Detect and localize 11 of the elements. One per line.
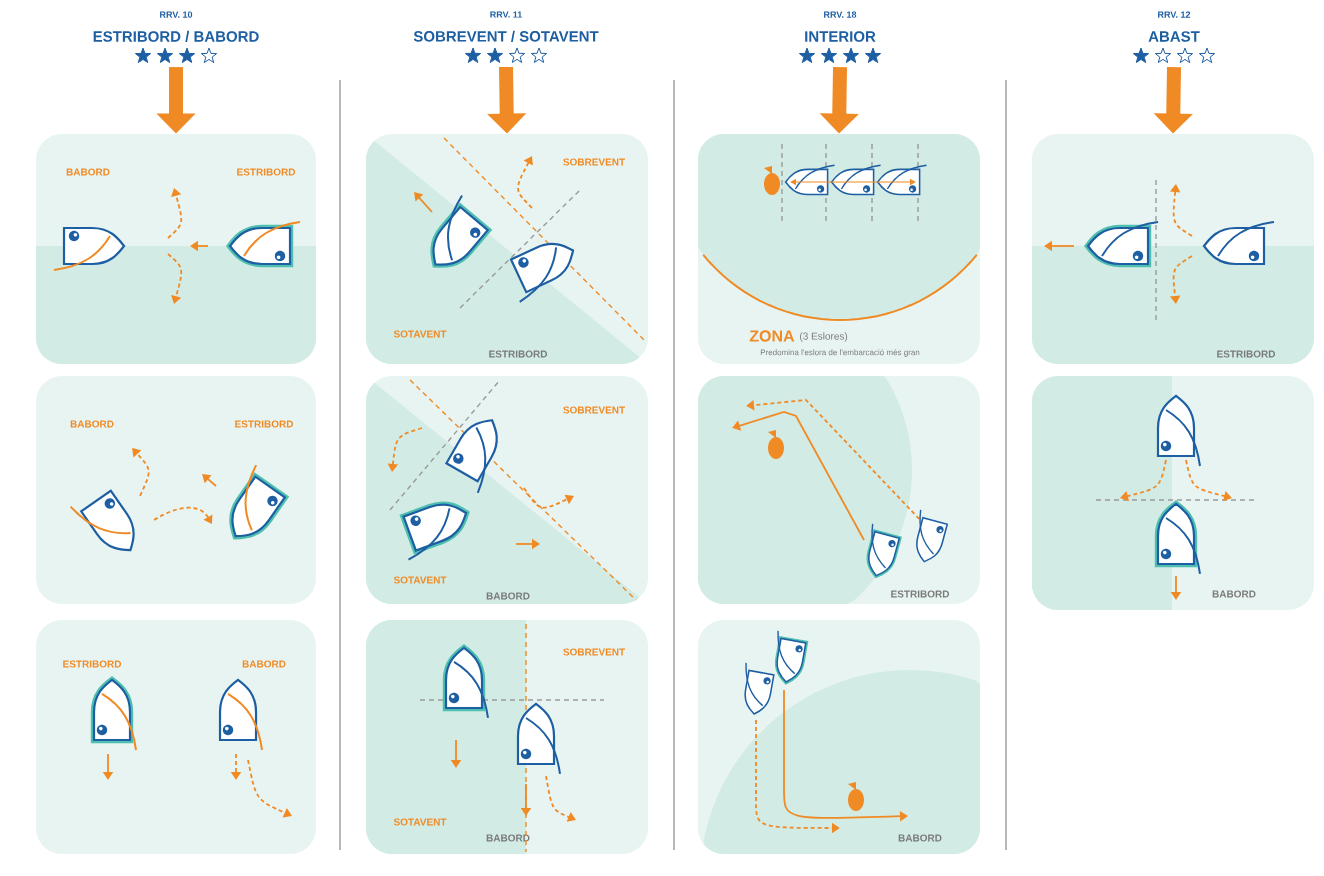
scenario-panel (698, 620, 980, 854)
scenario-panel (698, 134, 980, 364)
scenario-panel (698, 376, 980, 604)
scenario-panel (1032, 134, 1314, 364)
scenario-panel (36, 620, 316, 854)
scenario-panel (1032, 376, 1314, 610)
scenario-panel (36, 134, 316, 364)
side-label: ZONA (749, 330, 795, 342)
scenario-panel (36, 376, 316, 604)
scenario-panel (366, 134, 648, 364)
scenario-panel (366, 620, 648, 854)
